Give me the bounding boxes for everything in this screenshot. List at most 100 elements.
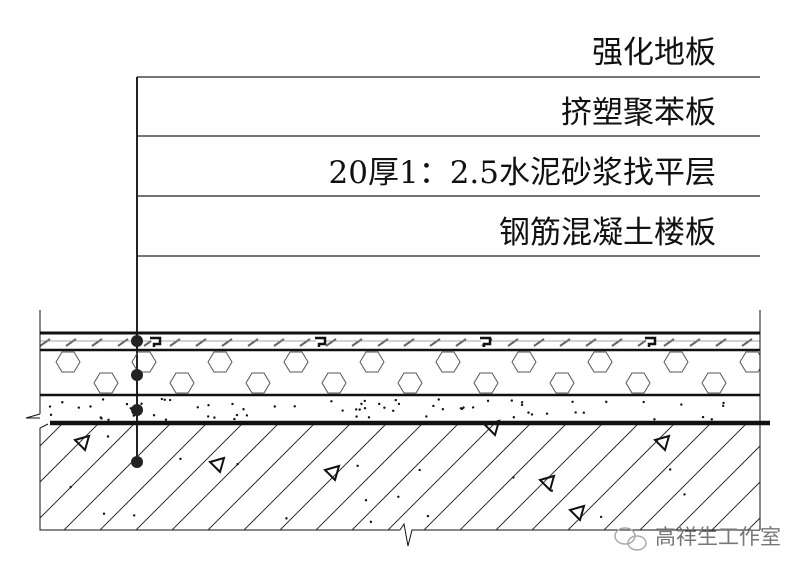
hexagon: [473, 372, 499, 394]
mortar-dot: [582, 411, 586, 414]
strip-hatch: [377, 338, 389, 347]
hatch-line: [603, 424, 711, 530]
hatch-line: [63, 424, 171, 530]
mortar-dot: [510, 399, 513, 402]
laminate-hatch: [40, 338, 753, 347]
layer-label-4: 钢筋混凝土楼板: [499, 215, 716, 251]
concrete-dot: [397, 495, 400, 498]
concrete-dot: [599, 515, 603, 519]
mortar-dot: [273, 405, 276, 408]
mortar-dot: [680, 403, 683, 406]
concrete-dot: [236, 462, 239, 466]
hatch-line: [387, 424, 495, 530]
hexagon: [207, 351, 233, 373]
mortar-dot: [437, 398, 440, 401]
mortar-dot: [330, 400, 333, 403]
hexagon: [55, 351, 81, 373]
mortar-dot: [397, 402, 401, 406]
mortar-dot: [355, 415, 358, 418]
mortar-dot: [89, 405, 92, 408]
mortar-dot: [235, 413, 239, 417]
hexagon: [435, 351, 461, 373]
layer-label-1: 强化地板: [592, 35, 716, 71]
mortar-dot: [378, 402, 381, 406]
hatch-line: [675, 445, 760, 530]
concrete-dot: [512, 476, 515, 479]
hatch-line: [135, 424, 243, 530]
watermark: 高祥生工作室: [614, 525, 781, 551]
strip-hatch: [715, 338, 727, 347]
mortar-dot: [140, 402, 143, 405]
aggregate-triangle: [538, 474, 556, 492]
hexagon: [245, 372, 271, 394]
hexagon: [701, 372, 727, 394]
hatch-line: [711, 481, 760, 530]
hatch-line: [40, 424, 99, 483]
mortar-dot: [245, 414, 249, 417]
hexagon: [397, 372, 423, 394]
hexagon: [93, 372, 119, 394]
aggregate-triangle: [568, 504, 586, 522]
mortar-dot: [383, 406, 386, 409]
mortar-dot: [163, 398, 166, 401]
laminate-joints: [150, 336, 657, 347]
strip-hatch: [195, 338, 207, 347]
concrete-dot: [668, 468, 672, 471]
mortar-dot: [206, 415, 210, 418]
hatch-line: [243, 424, 351, 530]
concrete-dot: [356, 464, 359, 468]
hatch-line: [171, 424, 279, 530]
mortar-dot: [486, 399, 490, 403]
joint-clip: [645, 336, 657, 347]
aggregate-triangle: [208, 456, 226, 474]
hatch-line: [0, 424, 26, 530]
concrete-dot: [550, 489, 554, 492]
watermark-text: 高祥生工作室: [655, 525, 781, 549]
mortar-dot: [722, 401, 725, 405]
hexagon: [739, 351, 760, 373]
leader-dot: [131, 369, 143, 381]
mortar-dot: [391, 409, 395, 412]
strip-hatch: [507, 338, 519, 347]
joint-clip: [480, 336, 492, 347]
joint-clip: [315, 336, 327, 347]
mortar-dot: [213, 416, 216, 419]
mortar-dot: [545, 412, 549, 415]
mortar-dot: [530, 413, 534, 416]
layer-label-2: 挤塑聚苯板: [561, 95, 716, 131]
strip-hatch: [325, 338, 337, 347]
strip-hatch: [247, 338, 259, 347]
strip-hatch: [403, 338, 415, 347]
wechat-icon: [614, 527, 647, 551]
mortar-dot: [512, 416, 516, 419]
hatch-line: [747, 517, 760, 530]
hexagon: [625, 372, 651, 394]
hatch-line: [639, 424, 747, 530]
mortar-dot: [77, 406, 81, 409]
mortar-dot: [341, 409, 344, 412]
concrete-dot: [106, 435, 110, 438]
mortar-dot: [168, 398, 172, 402]
strip-hatch: [455, 338, 467, 347]
hatch-line: [423, 424, 531, 530]
strip-hatch: [533, 338, 545, 347]
mortar-dot: [49, 413, 53, 417]
concrete-dot: [285, 517, 288, 520]
hatch-line: [315, 424, 423, 530]
strip-hatch: [91, 338, 103, 347]
mortar-dot: [160, 397, 164, 401]
mortar-dot: [196, 406, 199, 409]
label-lines: [136, 76, 760, 462]
mortar-dot: [107, 418, 110, 422]
concrete-dot: [369, 520, 373, 524]
strip-hatch: [611, 338, 623, 347]
concrete-dot: [426, 514, 430, 518]
hexagon: [511, 351, 537, 373]
aggregate-triangles: [73, 419, 671, 522]
strip-hatch: [65, 338, 77, 347]
hatch-line: [531, 424, 639, 530]
hexagon: [587, 351, 613, 373]
mortar-dot: [363, 399, 366, 403]
concrete-dot: [102, 512, 106, 515]
mortar-dot: [394, 398, 397, 402]
